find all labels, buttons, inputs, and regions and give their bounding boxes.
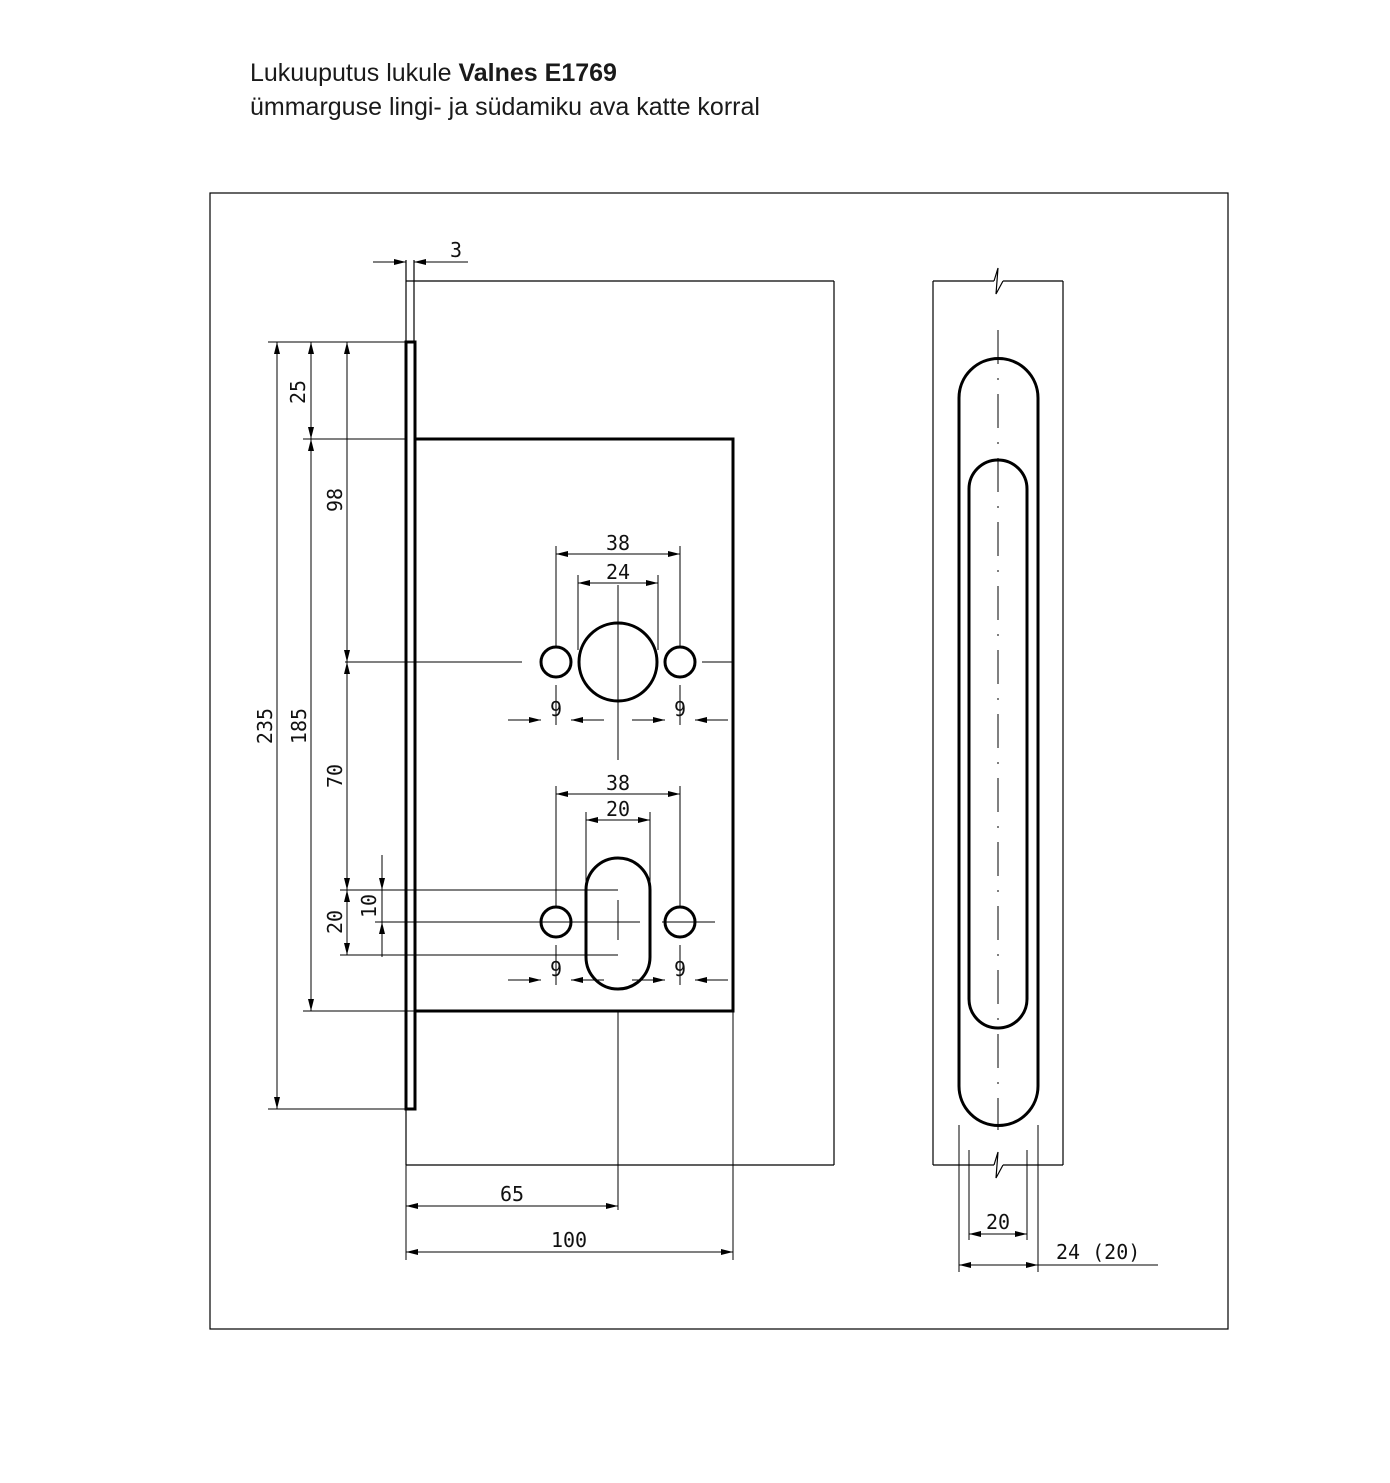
- dim-cylinder-offset: 10: [357, 894, 381, 918]
- dim-screw-hole-1: 9: [550, 697, 562, 721]
- door-leaf: [405, 260, 835, 1166]
- edge-view: [932, 267, 1064, 1179]
- rosette-inner: [967, 458, 1029, 1030]
- dim-faceplate-thickness: 3: [450, 238, 462, 262]
- dim-handle-holes-spacing: 38: [606, 531, 630, 555]
- dim-cylinder-slot-width: 20: [606, 797, 630, 821]
- title-line: Lukuuputus lukule Valnes E1769: [250, 56, 760, 90]
- title-block: Lukuuputus lukule Valnes E1769 ümmarguse…: [250, 56, 760, 124]
- dimension-texts: 3 25 98 235 185 70 10 20 38 24 38 20 9 9…: [253, 238, 686, 1252]
- dim-screw-hole-2: 9: [674, 697, 686, 721]
- dim-top-to-case: 25: [286, 380, 310, 404]
- dim-handle-to-cylinder: 70: [323, 764, 347, 788]
- edge-view-dimension-texts: 20 24 (20): [986, 1210, 1140, 1264]
- lock-case: [415, 437, 735, 1013]
- dim-cylinder-slot-height: 20: [323, 910, 347, 934]
- drawing-frame: [209, 192, 1229, 1330]
- title-prefix: Lukuuputus lukule: [250, 59, 459, 87]
- rosette-outer: [957, 357, 1040, 1127]
- dimension-lines: [274, 259, 733, 1255]
- dim-backset: 65: [500, 1182, 524, 1206]
- dim-faceplate-height: 235: [253, 708, 277, 744]
- edge-view-dimensions: [958, 1125, 1158, 1272]
- center-lines: [345, 585, 733, 1210]
- dim-screw-hole-4: 9: [674, 957, 686, 981]
- break-mark-top: [993, 267, 1004, 295]
- dim-screw-hole-3: 9: [550, 957, 562, 981]
- dim-case-to-handle: 98: [323, 488, 347, 512]
- dim-case-height: 185: [287, 708, 311, 744]
- dim-case-depth: 100: [551, 1228, 587, 1252]
- dim-rosette-outer-width: 24 (20): [1056, 1240, 1140, 1264]
- dim-handle-hole-diameter: 24: [606, 560, 630, 584]
- extension-lines: [268, 341, 734, 1260]
- product-name: Valnes E1769: [458, 59, 617, 87]
- lock-body: [404, 340, 735, 1111]
- subtitle: ümmarguse lingi- ja südamiku ava katte k…: [250, 93, 760, 121]
- dim-rosette-inner-width: 20: [986, 1210, 1010, 1234]
- screw-hole-handle-left: [539, 645, 573, 679]
- break-mark-bottom: [993, 1151, 1004, 1179]
- dim-cylinder-holes-spacing: 38: [606, 771, 630, 795]
- faceplate: [404, 340, 417, 1111]
- screw-hole-handle-right: [663, 645, 697, 679]
- cylinder-slot: [584, 856, 652, 991]
